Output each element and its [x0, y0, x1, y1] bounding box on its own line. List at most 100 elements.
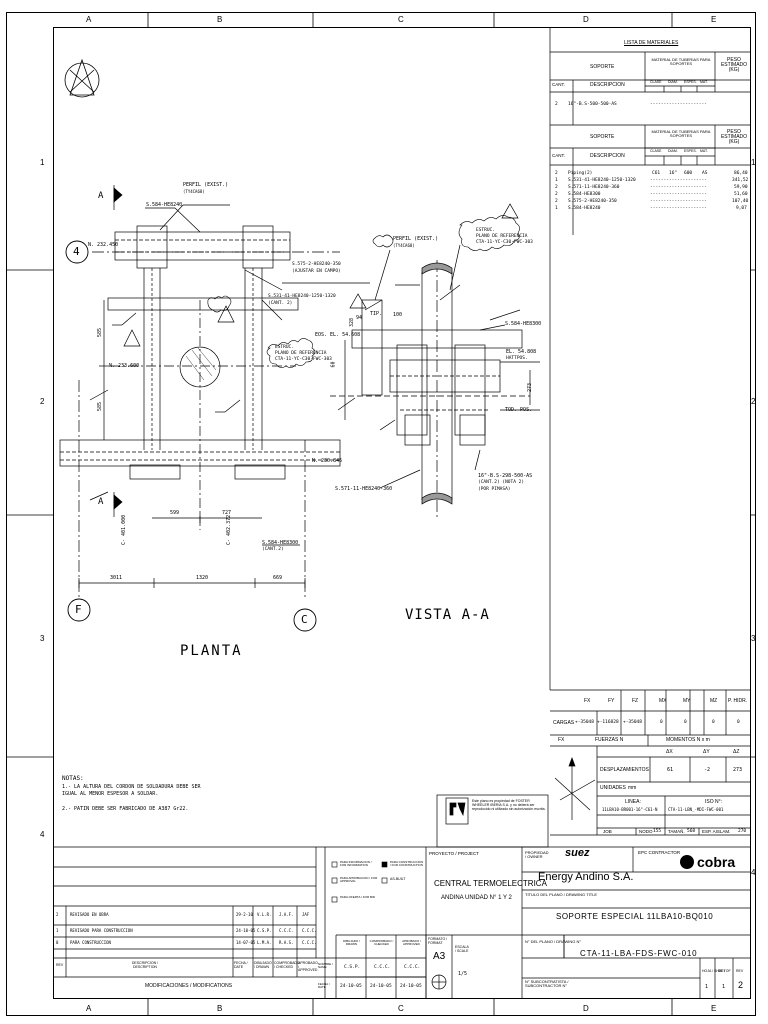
materials-soporte-1: SOPORTE	[590, 64, 615, 70]
loads-row-label: CARGAS	[553, 720, 575, 726]
materials-row-desc: S.571-11-HE8240-360	[568, 185, 620, 190]
dim-va-1: 94	[356, 315, 363, 321]
notes-title: NOTAS:	[62, 775, 84, 782]
materials-row-cant: 2	[555, 192, 558, 197]
label-s531-sub: (CANT. 2)	[268, 301, 293, 306]
loads-col-fz: FZ	[632, 698, 639, 704]
plan-view	[59, 185, 370, 598]
elevation-mid: N. 233.600	[109, 363, 140, 369]
rev-approved: JAF	[302, 912, 310, 917]
hoja-value: 1	[705, 984, 709, 990]
label-perfil-right-sub: (TY4CA68)	[393, 243, 415, 248]
label-estruc-2: ESTRUC.	[476, 228, 495, 233]
materials-row-peso: 86,40	[734, 171, 748, 176]
label-perfil-left: PERFIL (EXIST.)	[183, 182, 229, 188]
zone-col-e-top: E	[711, 15, 717, 24]
loads-nodo-label: NODO	[639, 829, 653, 834]
label-pipe-2: (CANT.2) (NOTA 2)	[478, 480, 525, 485]
sign-hdr-checked: COMPROBADO / CHECKED	[369, 939, 394, 946]
zone-col-e-bottom: E	[711, 1004, 717, 1013]
fw-logo-icon	[445, 797, 469, 825]
loads-delta-z: ΔZ	[733, 749, 740, 755]
loads-unidades-value: mm	[628, 785, 637, 791]
loads-col-mz: MZ	[710, 698, 718, 704]
materials-sub-mat-1: MAT.	[700, 80, 708, 84]
owner-name: Energy Andino S.A.	[538, 871, 634, 883]
materials-sub-diam-1: DIAM.	[668, 80, 678, 84]
materials-row-mat: AS	[702, 171, 708, 176]
rev-fecha: 14-07-05	[236, 940, 256, 945]
materials-title: LISTA DE MATERIALES	[624, 40, 679, 46]
materials-row-clase: C61	[652, 171, 661, 176]
label-s584-bottom-sub: (CANT.2)	[262, 547, 284, 552]
zone-col-d-top: D	[583, 15, 589, 24]
loads-delta-y: ΔY	[703, 749, 710, 755]
loads-col-fx: FX	[584, 698, 591, 704]
elevation-top: N. 232.450	[88, 242, 119, 248]
north-arrow-icon	[64, 58, 100, 98]
dim-mid-1: 599	[170, 510, 180, 516]
loads-unidades-label: UNIDADES	[600, 785, 626, 791]
notes-item-2: 2.- PATIN DEBE SER FABRICADO DE A387 Gr2…	[62, 806, 189, 812]
status-construction: PARA CONSTRUCCION / FOR CONSTRUCTION	[390, 860, 424, 867]
rev-hdr-no: REV	[56, 963, 64, 967]
loads-delta-x: ΔX	[666, 749, 673, 755]
section-marker-bottom: A	[98, 497, 104, 507]
epc-label: EPC CONTRACTOR	[638, 850, 681, 855]
materials-row-cant: 1	[555, 178, 558, 183]
label-perfil-right: PERFIL (EXIST.)	[393, 236, 439, 242]
label-estruc-2-a: PLANO DE REFERENCIA	[476, 234, 528, 239]
rev-fecha: 29-2-10	[236, 912, 253, 917]
materials-row-peso: 59,90	[734, 185, 748, 190]
epc-logo: cobra	[697, 854, 736, 870]
materials-sub-diam-2: DIAM.	[668, 149, 678, 153]
sign-name-drawn: C.S.P.	[344, 965, 361, 970]
de-value: 1	[722, 984, 726, 990]
materials-row-peso: 341,52	[732, 178, 749, 183]
owner-logo-icon: suez	[565, 847, 590, 859]
rev-no: 0	[56, 940, 59, 945]
checkbox-approval	[331, 877, 338, 884]
sign-hdr-name: NOMBRE / NAME	[318, 962, 333, 969]
project-line-1: CENTRAL TERMOELECTRICA	[434, 879, 547, 888]
loads-col-mx: MX	[659, 698, 667, 704]
loads-iso-value: CTA-11-LBN_-MDI-FWC-001	[668, 807, 724, 812]
loads-tamano-label: TAMAÑ.	[668, 829, 685, 834]
section-view	[330, 203, 540, 520]
loads-esp-value: 270	[738, 829, 747, 834]
escala-value: 1/5	[458, 971, 468, 977]
loads-fuerzas: FUERZAS N	[595, 737, 624, 743]
grid-bubble-f-label: F	[75, 603, 82, 616]
rev-checked: J.A.F.	[279, 912, 294, 917]
subcon-label: N° SUBCONTRATISTA / SUBCONTRACTOR N°	[525, 979, 569, 988]
materials-row-desc: S.584-HE8240	[568, 206, 601, 211]
loads-value-mx: 0	[660, 720, 663, 725]
label-estruc-1: ESTRUC.	[275, 345, 294, 350]
rev-approved: C.C.C.	[302, 940, 317, 945]
materials-row-peso: 107,40	[732, 199, 749, 204]
de-label: DE / OF	[718, 969, 731, 973]
materials-sub-mat-2: MAT.	[700, 149, 708, 153]
zone-row-4-left: 4	[40, 830, 45, 839]
zone-col-c-bottom: C	[398, 1004, 404, 1013]
materials-row-dash: ---------------------	[650, 206, 707, 211]
loads-value-phidr: 0	[737, 720, 740, 725]
rev-checked: C.C.C.	[279, 928, 294, 933]
materials-desc-2: DESCRIPCION	[590, 153, 625, 159]
zone-row-3-left: 3	[40, 634, 45, 643]
status-asbuilt: AS-BUILT	[390, 877, 406, 881]
outer-frame	[6, 12, 756, 1016]
dim-mid-2: 727	[222, 510, 232, 516]
sign-fecha-label: FECHA / DATE	[318, 982, 330, 989]
dim-bottom-2: 1320	[196, 575, 209, 581]
checkbox-asbuilt	[381, 877, 388, 884]
rev-no: 2	[56, 912, 59, 917]
zone-row-2-left: 2	[40, 397, 45, 406]
materials-row-cant: 1	[555, 206, 558, 211]
label-s571: S.571-11-HE8240-360	[335, 486, 393, 492]
materials-row-desc: S.531-41-HE8240-1250-1320	[568, 178, 636, 183]
label-perfil-left-sub: (TY4CA68)	[183, 189, 205, 194]
label-tod: TOD. POS.	[505, 407, 533, 413]
materials-row-desc: S.584-HE8300	[568, 192, 601, 197]
dim-bottom-1: 3011	[110, 575, 123, 581]
